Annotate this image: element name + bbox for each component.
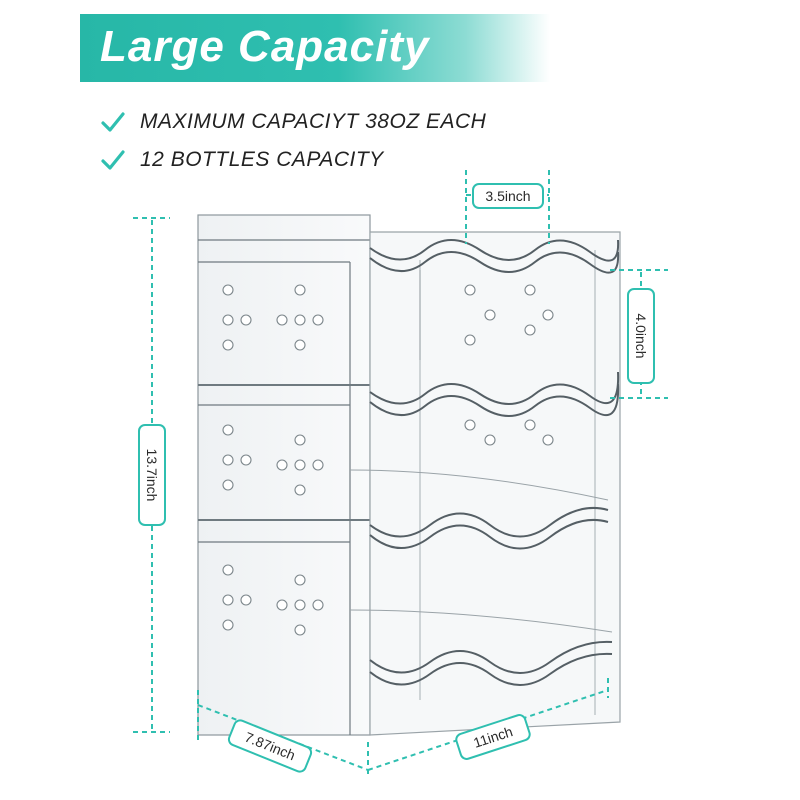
check-icon xyxy=(101,150,125,170)
feature-item-bottles: 12 BOTTLES CAPACITY xyxy=(100,146,384,174)
banner-title: Large Capacity xyxy=(100,22,430,71)
feature-text: 12 BOTTLES CAPACITY xyxy=(140,148,384,171)
check-icon xyxy=(101,112,125,132)
title-banner xyxy=(80,14,550,82)
feature-text: MAXIMUM CAPACIYT 38OZ EACH xyxy=(140,110,487,133)
dimension-bottle-spacing: 3.5inch xyxy=(472,183,544,209)
dimension-tier-height: 4.0inch xyxy=(627,288,655,384)
dimension-total-height: 13.7inch xyxy=(138,424,166,526)
feature-item-capacity: MAXIMUM CAPACIYT 38OZ EACH xyxy=(100,108,486,136)
